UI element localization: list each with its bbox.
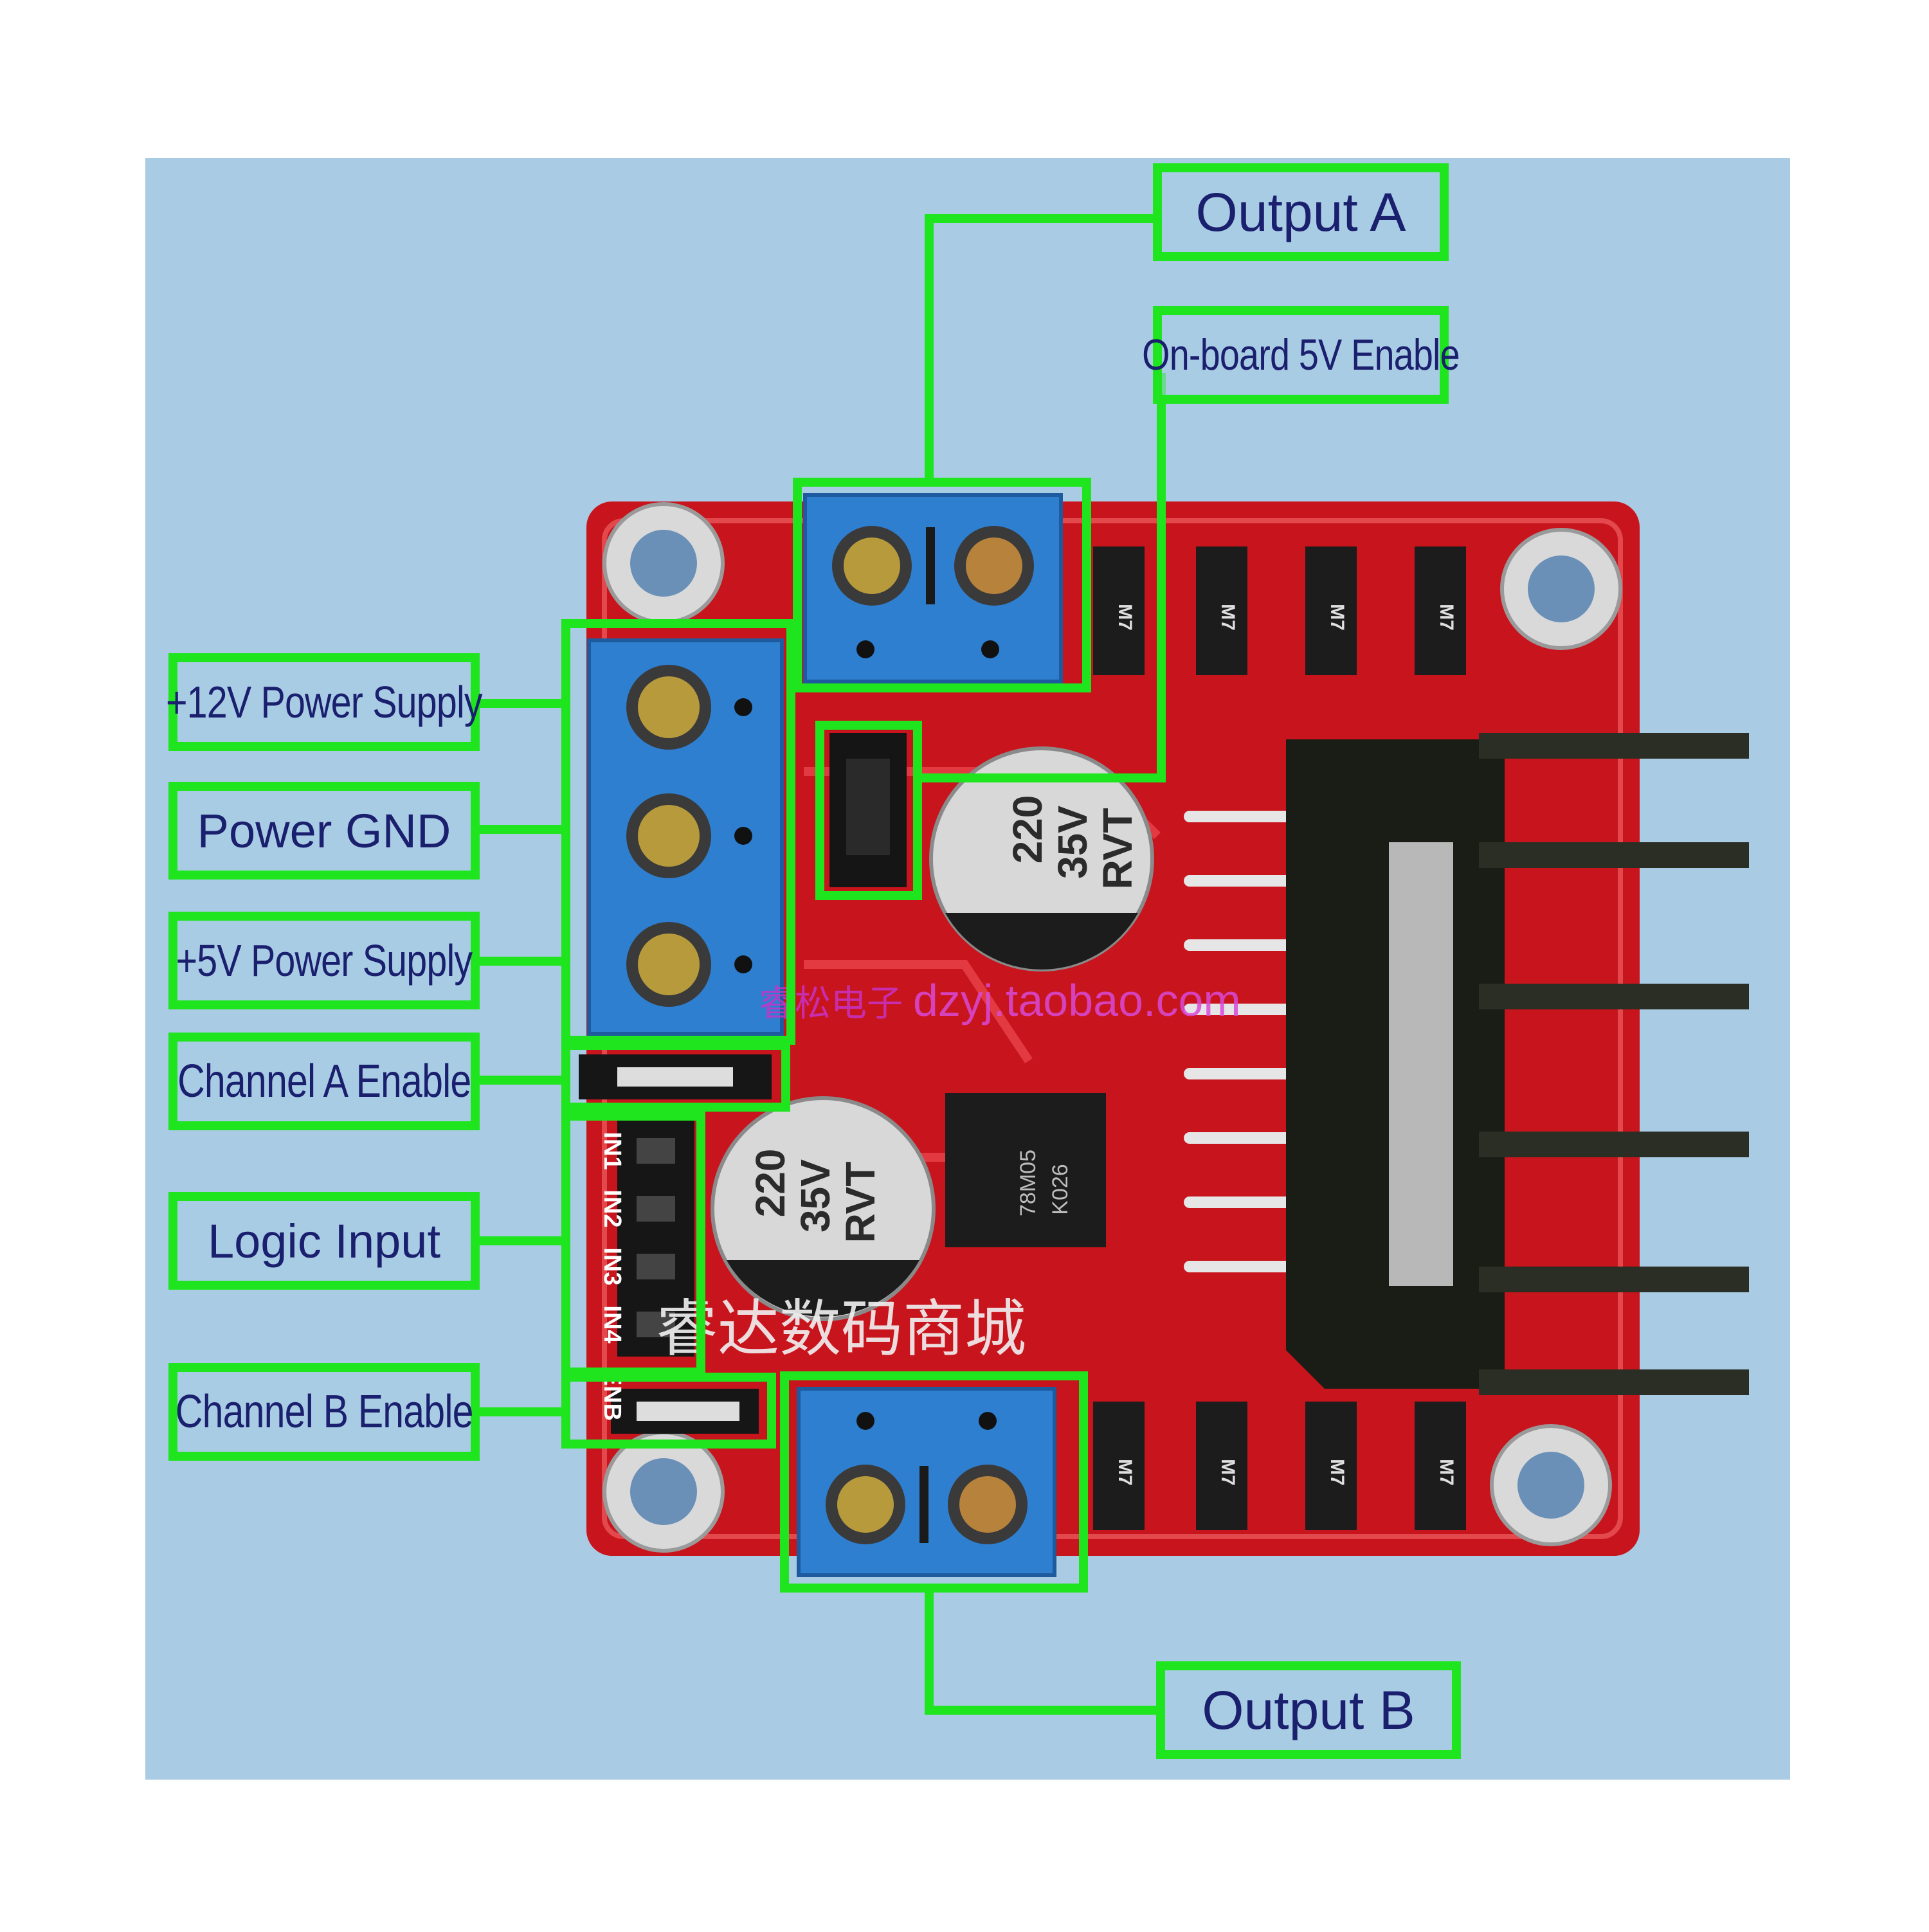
label-logic-input-text: Logic Input [207, 1214, 441, 1268]
label-channel-b-enable: Channel B Enable [168, 1363, 480, 1461]
pin-label-in1: IN1 [599, 1132, 626, 1169]
voltage-regulator [945, 1093, 1106, 1247]
channel-b-jumper [611, 1389, 759, 1434]
watermark-url: dzyj.taobao.com [913, 975, 1241, 1025]
pin-label-in4: IN4 [599, 1305, 626, 1343]
capacitor-top [929, 746, 1154, 971]
diodes-top-row [1093, 546, 1466, 675]
mounting-hole-bottom-right [1490, 1424, 1612, 1546]
label-power-gnd-text: Power GND [197, 804, 451, 858]
terminal-output-b [797, 1387, 1056, 1577]
diode-marking: M7 [1327, 604, 1348, 631]
label-logic-input: Logic Input [168, 1192, 480, 1290]
store-name-overlay: 睿达数码商城 [656, 1293, 1026, 1365]
label-5v-power-supply: +5V Power Supply [168, 912, 480, 1009]
diodes-bottom-row [1093, 1402, 1466, 1530]
diode-marking: M7 [1327, 1459, 1348, 1486]
diode-marking: M7 [1217, 604, 1238, 631]
logic-input-header [617, 1112, 694, 1357]
diode-marking: M7 [1436, 604, 1457, 631]
terminal-output-a [803, 493, 1063, 683]
pin-label-in3: IN3 [599, 1247, 626, 1285]
regulator-batch: K026 [1048, 1164, 1073, 1214]
mounting-hole-bottom-left [602, 1431, 725, 1553]
diode-marking: M7 [1217, 1459, 1238, 1486]
capacitor-bottom-brand: RVT [837, 1162, 883, 1243]
mounting-hole-top-left [602, 502, 725, 624]
label-5v-power-supply-text: +5V Power Supply [176, 935, 473, 986]
label-12v-power-supply-text: +12V Power Supply [166, 677, 483, 727]
capacitor-bottom-voltage: 35V [792, 1159, 838, 1232]
label-onboard-5v-enable-text: On-board 5V Enable [1142, 330, 1460, 379]
terminal-power-input [587, 638, 784, 1036]
channel-a-jumper [579, 1054, 772, 1099]
label-onboard-5v-enable: On-board 5V Enable [1142, 306, 1460, 404]
label-channel-a-enable-text: Channel A Enable [177, 1056, 471, 1107]
watermark-chinese: 睿松电子 [759, 983, 903, 1025]
label-channel-a-enable: Channel A Enable [168, 1033, 480, 1130]
capacitor-top-voltage: 35V [1049, 806, 1096, 879]
diode-marking: M7 [1436, 1459, 1457, 1486]
capacitor-top-brand: RVT [1094, 808, 1141, 890]
leader-lines [476, 214, 1166, 1715]
diode-marking: M7 [1114, 604, 1136, 631]
label-power-gnd: Power GND [168, 782, 480, 880]
capacitor-bottom-value: 220 [747, 1149, 793, 1218]
capacitor-bottom [711, 1096, 936, 1321]
onboard-5v-jumper [829, 733, 907, 887]
label-12v-power-supply: +12V Power Supply [166, 653, 483, 751]
heatsink [1286, 733, 1749, 1395]
diode-marking: M7 [1114, 1459, 1136, 1486]
pin-label-in2: IN2 [599, 1189, 626, 1227]
label-output-b-text: Output B [1202, 1679, 1415, 1740]
regulator-part-number: 78M05 [1016, 1150, 1040, 1216]
mounting-hole-top-right [1500, 528, 1622, 650]
label-output-a: Output A [1153, 163, 1449, 261]
label-output-a-text: Output A [1195, 181, 1406, 242]
label-channel-b-enable-text: Channel B Enable [175, 1386, 474, 1438]
label-output-b: Output B [1156, 1661, 1461, 1759]
capacitor-top-value: 220 [1004, 795, 1051, 864]
